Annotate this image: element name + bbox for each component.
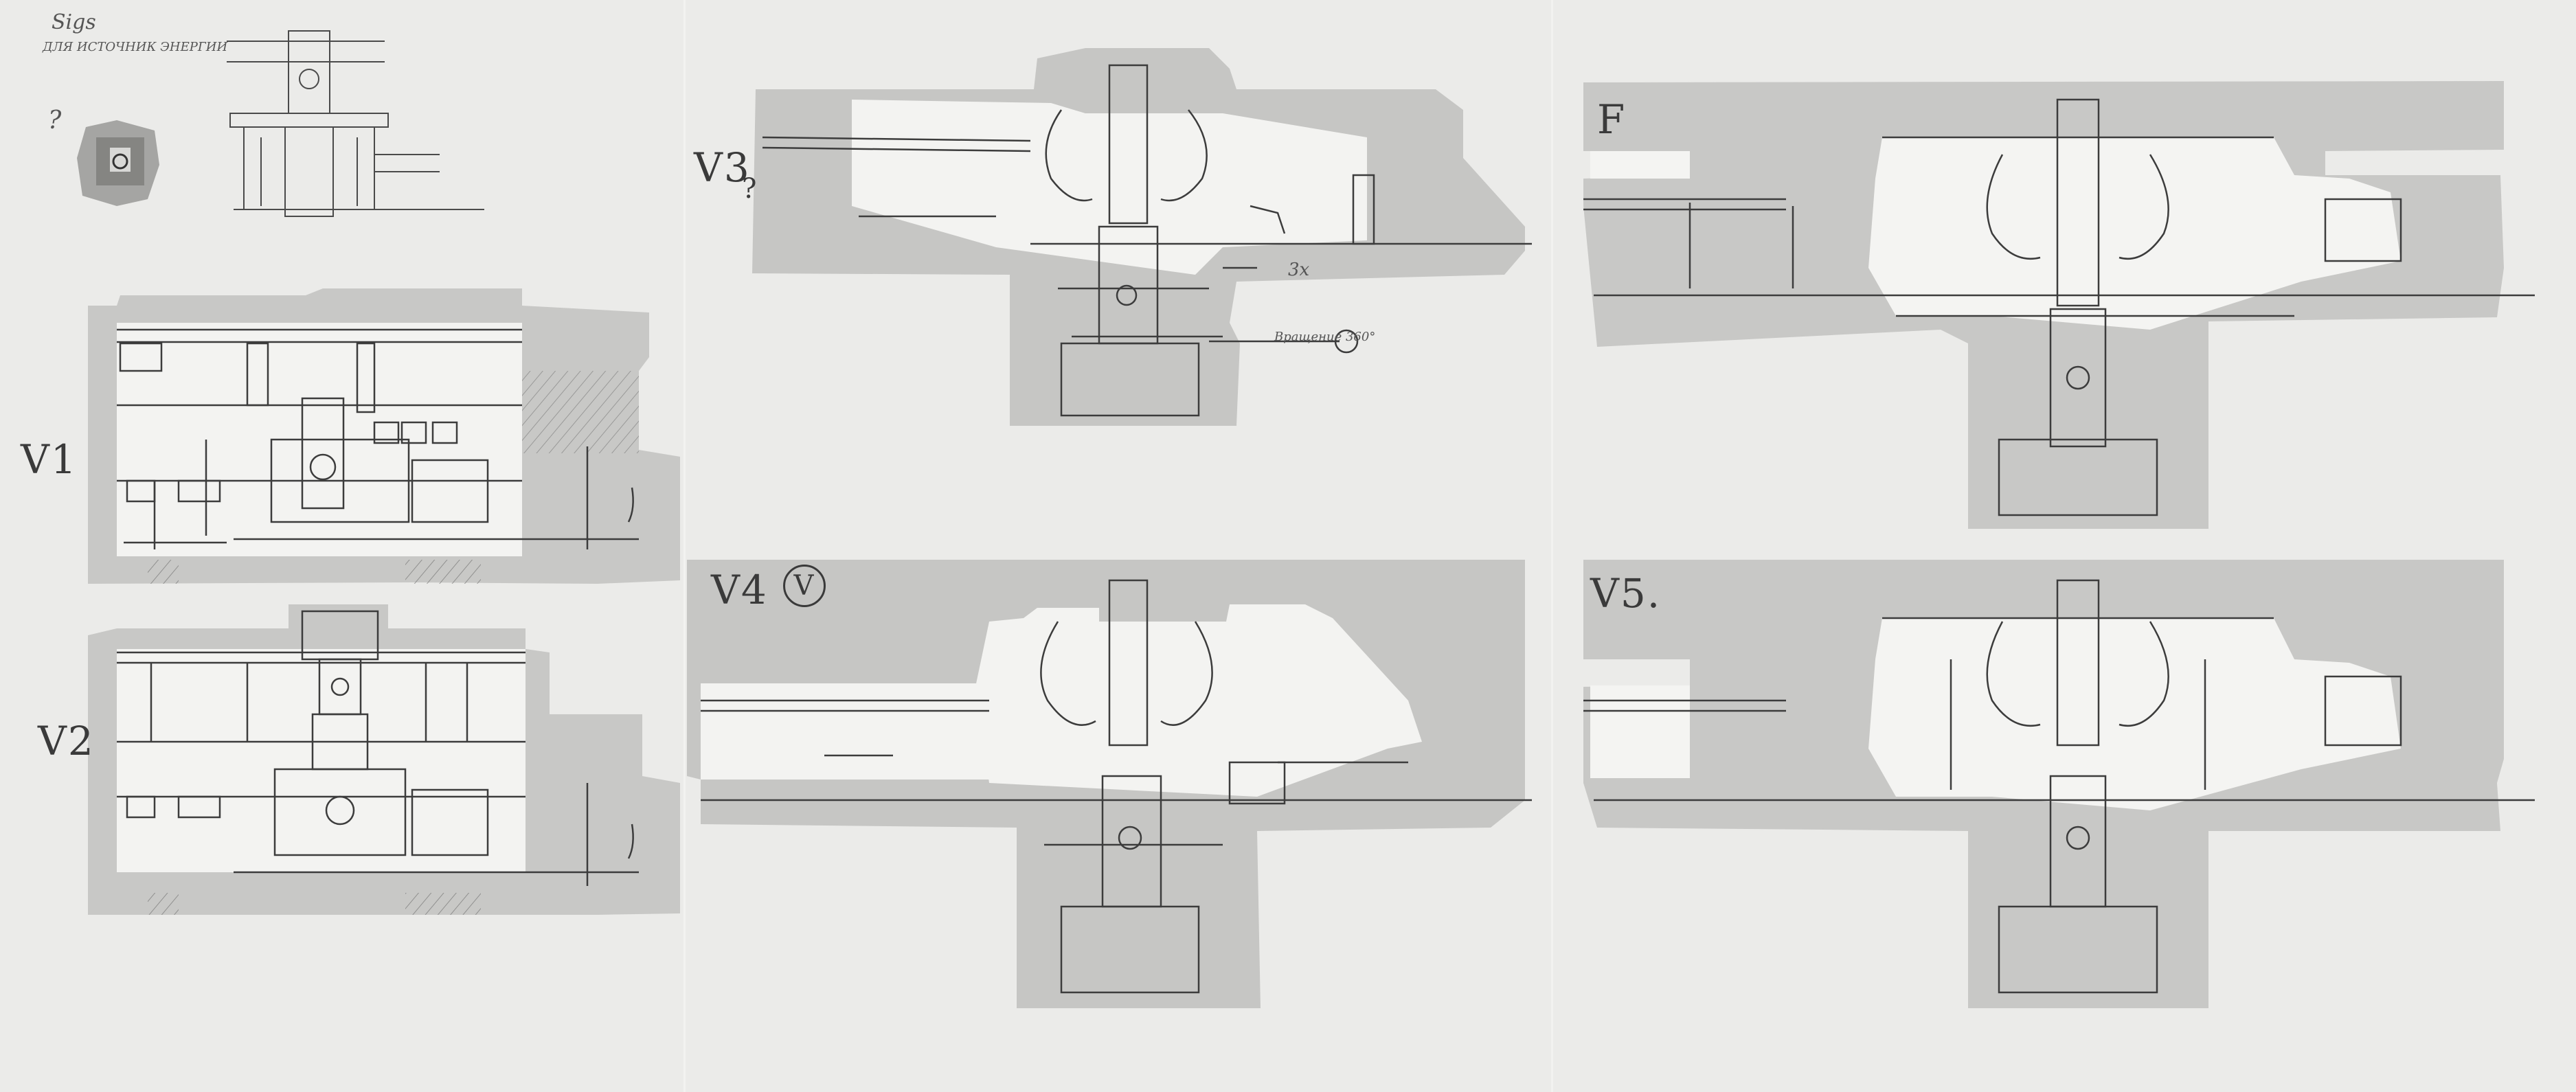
- sketch-v2: [88, 604, 680, 915]
- note-subtitle: ДЛЯ ИСТОЧНИК ЭНЕРГИИ: [43, 40, 228, 54]
- panel-divider-left: [683, 0, 686, 1092]
- label-v5: V5.: [1590, 570, 1662, 617]
- annotation-v3-arrow: 3x: [1288, 260, 1310, 280]
- label-v4-check: V: [783, 565, 826, 607]
- note-question: ?: [48, 106, 62, 135]
- sketch-final: [1583, 81, 2535, 529]
- panel-divider-right: [1551, 0, 1553, 1092]
- thumbnail-power-core: [77, 120, 159, 206]
- sketch-v1: [88, 288, 680, 584]
- sketch-v4: [687, 560, 1532, 1008]
- label-v3: V3: [694, 144, 751, 191]
- label-final: F: [1597, 96, 1627, 143]
- label-v2: V2: [38, 718, 95, 764]
- annotation-v3-rotation: Вращение 360°: [1274, 330, 1376, 344]
- note-title: Sigs: [52, 10, 96, 34]
- thumbnail-elevator-sketch: [227, 30, 484, 217]
- label-v1: V1: [21, 436, 78, 483]
- sketch-v5: [1583, 560, 2535, 1008]
- sketch-v3: [752, 48, 1532, 426]
- label-v3-question: ?: [742, 173, 758, 205]
- label-v4: V4: [711, 567, 768, 613]
